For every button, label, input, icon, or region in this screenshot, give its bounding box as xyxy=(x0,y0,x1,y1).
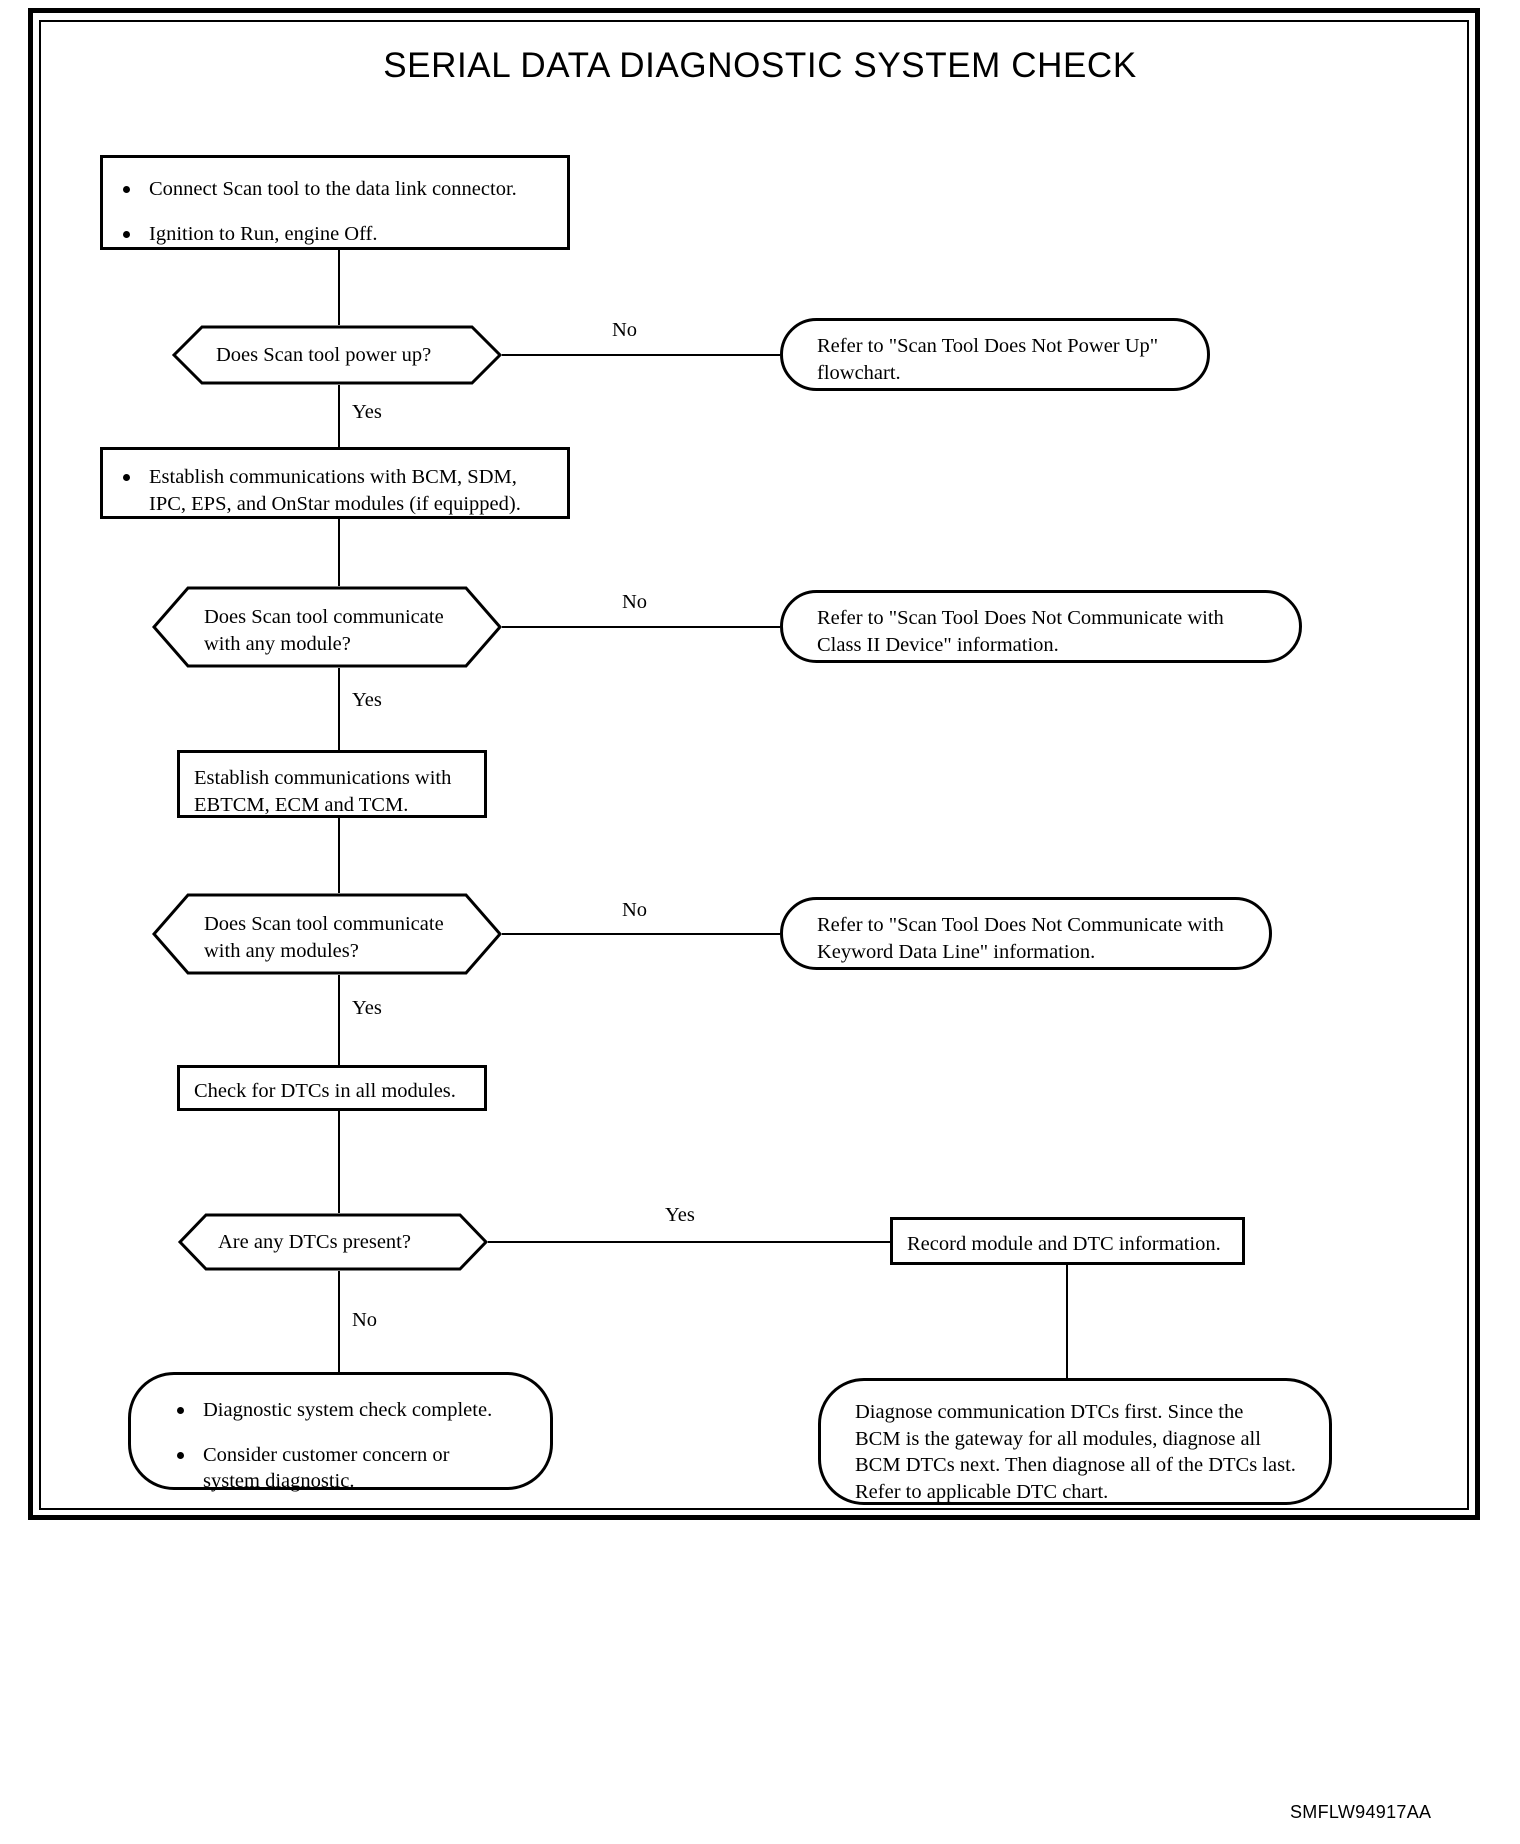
branch-label-no: No xyxy=(352,1309,378,1331)
process-text: Check for DTCs in all modules. xyxy=(194,1080,456,1102)
connector-d1-n2 xyxy=(338,385,340,447)
decision-communicate-with-any-module: Does Scan tool communicate with any modu… xyxy=(152,586,502,668)
process-box-establish-keyword-comms: Establish communications with EBTCM, ECM… xyxy=(177,750,487,818)
branch-label-yes: Yes xyxy=(352,997,382,1019)
reference-box-scan-tool-no-power: Refer to "Scan Tool Does Not Power Up" f… xyxy=(780,318,1210,391)
reference-box-class-ii-device: Refer to "Scan Tool Does Not Communicate… xyxy=(780,590,1302,663)
connector-n1-d1 xyxy=(338,250,340,325)
connector-d1-r1 xyxy=(502,354,780,356)
process-text: Establish communications with EBTCM, ECM… xyxy=(194,767,452,816)
process-text: Record module and DTC information. xyxy=(907,1233,1221,1255)
decision-label: Does Scan tool communicate with any modu… xyxy=(204,606,444,655)
reference-text: Refer to "Scan Tool Does Not Communicate… xyxy=(817,914,1224,963)
connector-d3-n4 xyxy=(338,975,340,1065)
page-border-inner xyxy=(39,20,1469,1510)
terminal-box-check-complete: Diagnostic system check complete. Consid… xyxy=(128,1372,553,1492)
connector-n3-d3 xyxy=(338,818,340,893)
decision-does-scan-tool-power-up: Does Scan tool power up? xyxy=(171,325,503,385)
process-box-establish-class2-comms: Establish communications with BCM, SDM, … xyxy=(100,447,570,519)
bullet-list: Establish communications with BCM, SDM, … xyxy=(111,464,559,517)
branch-label-no: No xyxy=(622,591,648,613)
bullet-list: Connect Scan tool to the data link conne… xyxy=(111,176,557,247)
page-border-outer xyxy=(28,8,1480,1520)
terminal-box-diagnose-dtcs: Diagnose communication DTCs first. Since… xyxy=(818,1378,1332,1505)
connector-d3-r3 xyxy=(502,933,780,935)
decision-communicate-with-any-modules: Does Scan tool communicate with any modu… xyxy=(152,893,502,975)
branch-label-yes: Yes xyxy=(352,401,382,423)
reference-text: Refer to "Scan Tool Does Not Communicate… xyxy=(817,607,1224,656)
terminal-text: Diagnose communication DTCs first. Since… xyxy=(855,1401,1296,1503)
connector-d4-t1 xyxy=(338,1271,340,1400)
reference-text: Refer to "Scan Tool Does Not Power Up" f… xyxy=(817,335,1159,384)
bullet-item: Diagnostic system check complete. xyxy=(165,1397,532,1424)
connector-n5-t2 xyxy=(1066,1265,1068,1378)
process-box-initial-setup: Connect Scan tool to the data link conne… xyxy=(100,155,570,250)
branch-label-no: No xyxy=(612,319,638,341)
process-box-check-dtcs: Check for DTCs in all modules. xyxy=(177,1065,487,1111)
page-title: SERIAL DATA DIAGNOSTIC SYSTEM CHECK xyxy=(383,46,1137,85)
reference-box-keyword-data-line: Refer to "Scan Tool Does Not Communicate… xyxy=(780,897,1272,970)
connector-d2-n3 xyxy=(338,668,340,750)
connector-d4-n5 xyxy=(488,1241,890,1243)
branch-label-yes: Yes xyxy=(665,1204,695,1226)
connector-n2-d2 xyxy=(338,519,340,586)
bullet-item: Consider customer concern or system diag… xyxy=(165,1442,532,1495)
decision-any-dtcs-present: Are any DTCs present? xyxy=(177,1213,489,1271)
branch-label-yes: Yes xyxy=(352,689,382,711)
connector-n4-d4 xyxy=(338,1111,340,1213)
decision-label: Are any DTCs present? xyxy=(218,1231,411,1253)
bullet-item: Ignition to Run, engine Off. xyxy=(111,221,557,248)
decision-label: Does Scan tool power up? xyxy=(216,344,432,366)
bullet-item: Connect Scan tool to the data link conne… xyxy=(111,176,557,203)
bullet-list: Diagnostic system check complete. Consid… xyxy=(165,1397,532,1495)
process-box-record-module-dtc: Record module and DTC information. xyxy=(890,1217,1245,1265)
part-number-code: SMFLW94917AA xyxy=(1290,1802,1432,1822)
bullet-item: Establish communications with BCM, SDM, … xyxy=(111,464,559,517)
decision-label: Does Scan tool communicate with any modu… xyxy=(204,913,444,962)
connector-d2-r2 xyxy=(502,626,780,628)
branch-label-no: No xyxy=(622,899,648,921)
